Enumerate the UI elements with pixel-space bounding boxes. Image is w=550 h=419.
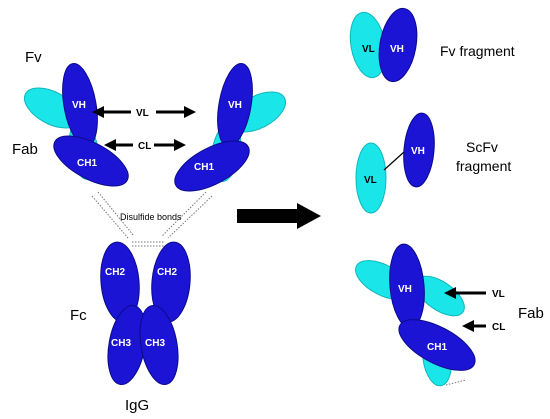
left-vh-label: VH xyxy=(72,100,86,111)
fab-disulfide xyxy=(445,379,467,386)
fab-ch1-domain xyxy=(398,319,476,371)
disulfide-hinge-lines xyxy=(91,191,213,357)
igg-label: IgG xyxy=(125,397,149,414)
scfv-fragment: VL VH xyxy=(355,112,435,214)
scfv-vl-domain xyxy=(355,142,387,214)
fv-label: Fv xyxy=(25,49,42,66)
fab-vl-arrow-label: VL xyxy=(492,289,505,300)
fab-cl-arrow-label: CL xyxy=(492,322,505,333)
scfv-linker xyxy=(383,151,405,171)
vl-double-arrow xyxy=(92,106,196,118)
left-ch3-label: CH3 xyxy=(111,338,131,349)
fv-fragment-label: Fv fragment xyxy=(440,43,515,59)
fab-fragment: VH CH1 xyxy=(355,243,476,387)
left-ch1-label: CH1 xyxy=(77,158,97,169)
scfv-label-line1: ScFv xyxy=(466,139,498,155)
left-ch2-label: CH2 xyxy=(105,267,125,278)
scfv-vh-label: VH xyxy=(411,146,425,157)
fv-vl-label: VL xyxy=(362,44,375,55)
cl-double-arrow xyxy=(104,139,186,151)
fab-vh-label: VH xyxy=(398,284,412,295)
fc-label: Fc xyxy=(70,307,87,324)
fv-vh-label: VH xyxy=(390,44,404,55)
scfv-vl-label: VL xyxy=(364,175,377,186)
fab-ch1-label: CH1 xyxy=(427,342,447,353)
right-ch3-domain xyxy=(139,304,179,386)
fab-vl-arrow xyxy=(444,287,486,299)
igg-fc-region: CH2 CH2 CH3 CH3 xyxy=(100,241,191,386)
fab-cl-arrow xyxy=(462,320,486,332)
center-arrow xyxy=(237,203,321,229)
right-ch1-domain xyxy=(174,140,250,192)
cl-arrow-label: CL xyxy=(138,141,151,152)
vl-arrow-label: VL xyxy=(136,108,149,119)
igg-left-arm: VH CH1 xyxy=(23,63,129,187)
left-ch1-domain xyxy=(53,135,129,187)
right-vh-label: VH xyxy=(228,100,242,111)
right-ch1-label: CH1 xyxy=(194,162,214,173)
fv-fragment: VL VH xyxy=(349,7,418,83)
right-ch3-label: CH3 xyxy=(145,338,165,349)
igg-right-arm: VH CH1 xyxy=(174,63,287,192)
right-ch2-label: CH2 xyxy=(157,267,177,278)
scfv-vh-domain xyxy=(403,112,435,188)
scfv-label-line2: fragment xyxy=(456,158,511,174)
fv-vh-domain xyxy=(378,7,418,83)
disulfide-bonds-label: Disulfide bonds xyxy=(120,212,182,222)
fab-label-left: Fab xyxy=(12,141,38,158)
fab-label-right: Fab xyxy=(518,305,544,322)
